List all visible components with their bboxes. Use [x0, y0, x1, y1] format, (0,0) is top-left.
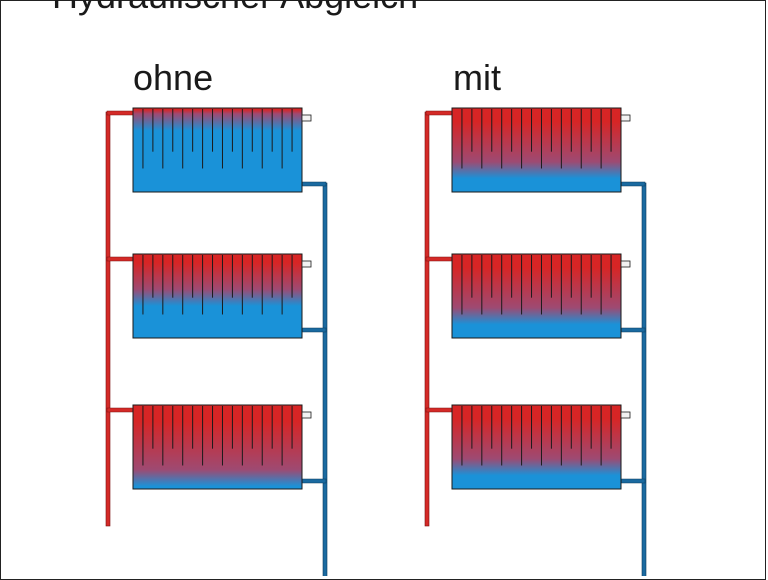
- panel-without: [105, 107, 328, 576]
- panel-label-with: mit: [453, 57, 501, 98]
- radiator: [451, 107, 622, 193]
- return-branch: [620, 327, 646, 333]
- supply-branch: [425, 110, 453, 116]
- return-branch: [620, 478, 646, 484]
- supply-branch: [425, 407, 453, 413]
- radiator: [132, 404, 303, 490]
- radiator: [132, 253, 303, 339]
- return-branch: [301, 327, 327, 333]
- supply-branch: [425, 256, 453, 262]
- return-branch: [301, 478, 327, 484]
- return-branch: [301, 181, 327, 187]
- panel-label-without: ohne: [133, 57, 214, 98]
- thermostat-valve: [301, 260, 312, 268]
- thermostat-valve: [620, 114, 631, 122]
- thermostat-valve: [620, 260, 631, 268]
- return-branch: [620, 181, 646, 187]
- supply-branch: [106, 407, 134, 413]
- radiator: [451, 404, 622, 490]
- return-riser: [322, 182, 328, 576]
- return-riser: [641, 182, 647, 576]
- thermostat-valve: [301, 114, 312, 122]
- supply-branch: [106, 110, 134, 116]
- thermostat-valve: [301, 411, 312, 419]
- panel-with: [424, 107, 647, 576]
- radiator: [132, 107, 303, 193]
- supply-branch: [106, 256, 134, 262]
- thermostat-valve: [620, 411, 631, 419]
- radiator: [451, 253, 622, 339]
- page-title: Hydraulischer Abgleich: [52, 0, 418, 14]
- supply-riser: [105, 111, 111, 527]
- supply-riser: [424, 111, 430, 527]
